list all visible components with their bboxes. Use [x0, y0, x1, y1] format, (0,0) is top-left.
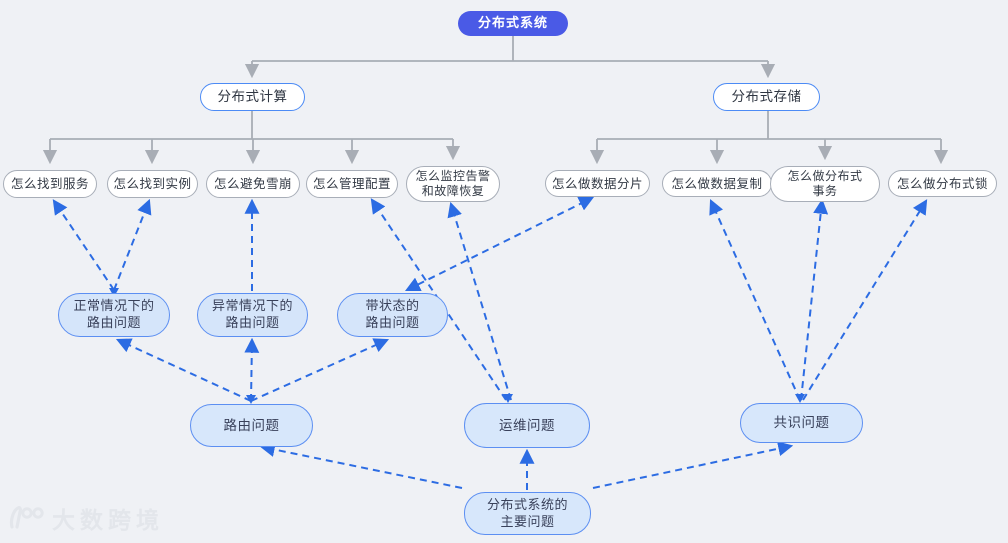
arrow-consensus-lock	[802, 199, 928, 401]
node-main-problems[interactable]: 分布式系统的 主要问题	[464, 492, 591, 535]
watermark: 大数跨境	[8, 501, 164, 535]
node-label-line: 带状态的	[365, 299, 420, 314]
node-consensus-problem[interactable]: 共识问题	[740, 403, 863, 443]
node-manage-config[interactable]: 怎么管理配置	[306, 170, 398, 198]
edge-root-bus	[252, 36, 768, 62]
arrow-main-routing	[259, 442, 463, 489]
arrow-normal-find-instance	[113, 198, 152, 291]
watermark-logo-icon	[9, 506, 44, 529]
node-monitor-alert-recovery[interactable]: 怎么监控告警 和故障恢复	[406, 166, 500, 202]
node-data-sharding[interactable]: 怎么做数据分片	[545, 170, 650, 197]
node-label-line: 怎么监控告警	[415, 169, 491, 183]
node-label-line: 和故障恢复	[421, 184, 485, 198]
arrowhead-into-routing	[246, 395, 256, 404]
node-distributed-computing[interactable]: 分布式计算	[200, 83, 305, 111]
node-distributed-lock[interactable]: 怎么做分布式锁	[888, 170, 997, 197]
node-avoid-avalanche[interactable]: 怎么避免雪崩	[206, 170, 300, 198]
node-find-service[interactable]: 怎么找到服务	[3, 170, 97, 198]
arrow-routing-abnormal	[244, 337, 260, 402]
arrow-main-consensus	[592, 441, 794, 489]
node-label-line: 主要问题	[500, 514, 555, 530]
tree-connectors	[42, 36, 949, 165]
watermark-text: 大数跨境	[52, 508, 164, 534]
edge-compute-bus	[50, 111, 453, 140]
node-abnormal-routing[interactable]: 异常情况下的 路由问题	[197, 293, 308, 337]
node-label-line: 路由问题	[225, 316, 280, 331]
arrow-stateful-sharding	[404, 196, 595, 292]
node-ops-problem[interactable]: 运维问题	[464, 403, 590, 448]
node-label-line: 事务	[812, 184, 838, 198]
node-label-line: 路由问题	[365, 316, 420, 331]
convergence-arrowheads	[109, 288, 805, 404]
arrow-consensus-replication	[709, 198, 801, 401]
node-distributed-transaction[interactable]: 怎么做分布式 事务	[770, 166, 880, 202]
node-data-replication[interactable]: 怎么做数据复制	[662, 170, 772, 197]
arrow-ops-monitor	[447, 201, 512, 401]
arrow-routing-normal	[115, 338, 252, 402]
node-distributed-system[interactable]: 分布式系统	[458, 11, 568, 36]
node-label-line: 异常情况下的	[211, 299, 293, 314]
arrow-routing-stateful	[250, 338, 390, 402]
dashed-arrows	[52, 196, 928, 490]
node-label-line: 怎么做分布式	[787, 169, 863, 183]
node-label-line: 路由问题	[86, 316, 141, 331]
node-label-line: 分布式系统的	[486, 497, 568, 513]
node-stateful-routing[interactable]: 带状态的 路由问题	[337, 293, 448, 337]
edge-storage-bus	[597, 111, 941, 140]
arrow-normal-find-service	[52, 199, 115, 291]
arrow-consensus-transaction	[800, 198, 829, 401]
node-routing-problem[interactable]: 路由问题	[190, 404, 313, 447]
arrowhead-into-consensus	[795, 394, 805, 403]
node-label-line: 正常情况下的	[73, 299, 155, 314]
arrowhead-into-ops	[503, 394, 513, 403]
arrowhead-into-normal-routing	[109, 288, 119, 297]
node-find-instance[interactable]: 怎么找到实例	[107, 170, 198, 198]
node-distributed-storage[interactable]: 分布式存储	[713, 83, 820, 111]
node-normal-routing[interactable]: 正常情况下的 路由问题	[58, 293, 170, 337]
